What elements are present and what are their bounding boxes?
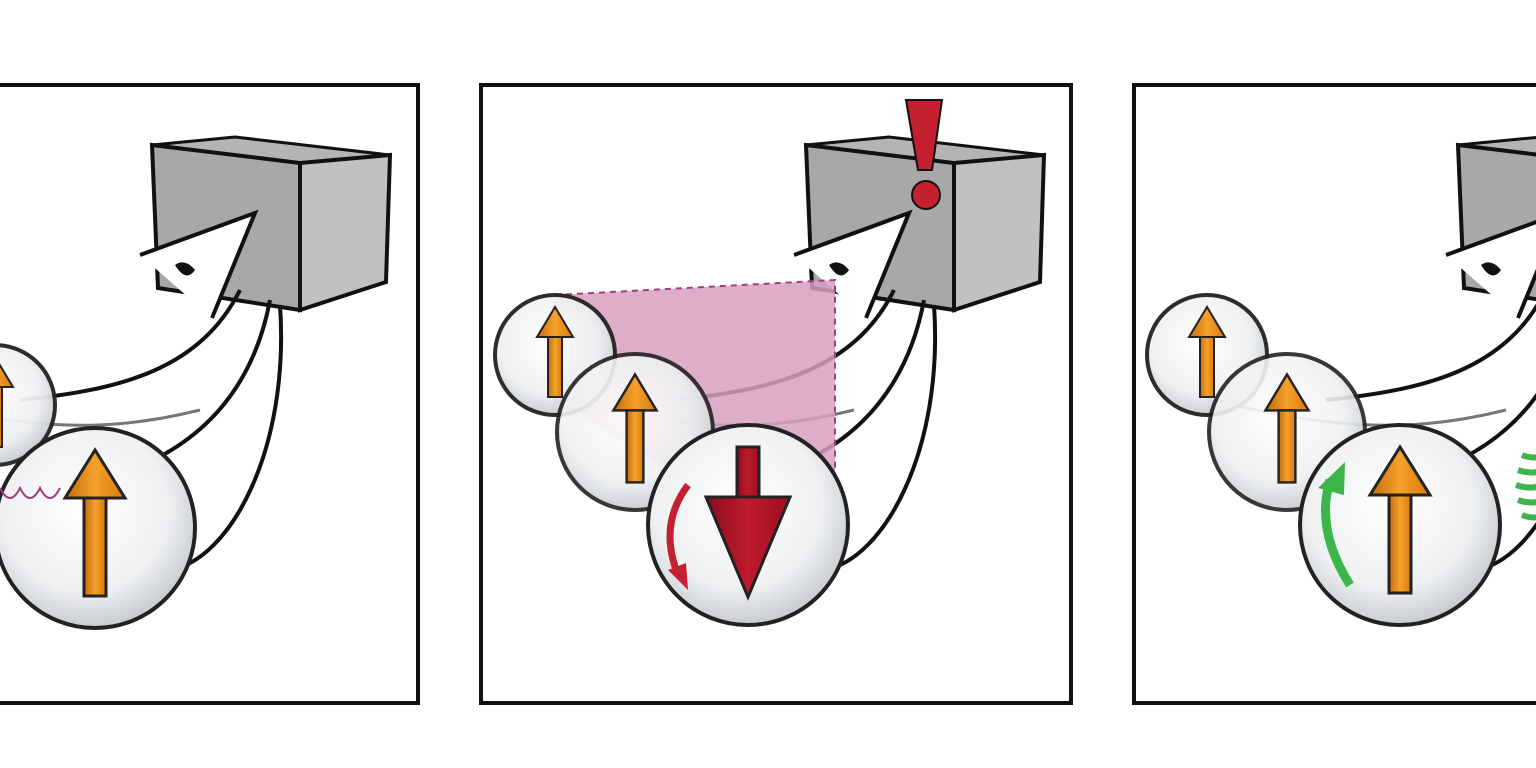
panel-error [493,99,1046,627]
vibration-marks-icon [1514,452,1536,521]
flipped-spin-sphere [646,423,850,627]
panel-frame [479,83,1073,705]
alert-icon [904,99,944,210]
panel-corrected [1145,135,1536,627]
panel-frame [1132,83,1536,705]
spin-up-sphere [0,426,197,630]
panel-normal [0,135,392,630]
corrected-spin-sphere [1298,423,1502,627]
panel-frame [0,83,420,705]
correction-arrow-icon [1318,462,1354,588]
